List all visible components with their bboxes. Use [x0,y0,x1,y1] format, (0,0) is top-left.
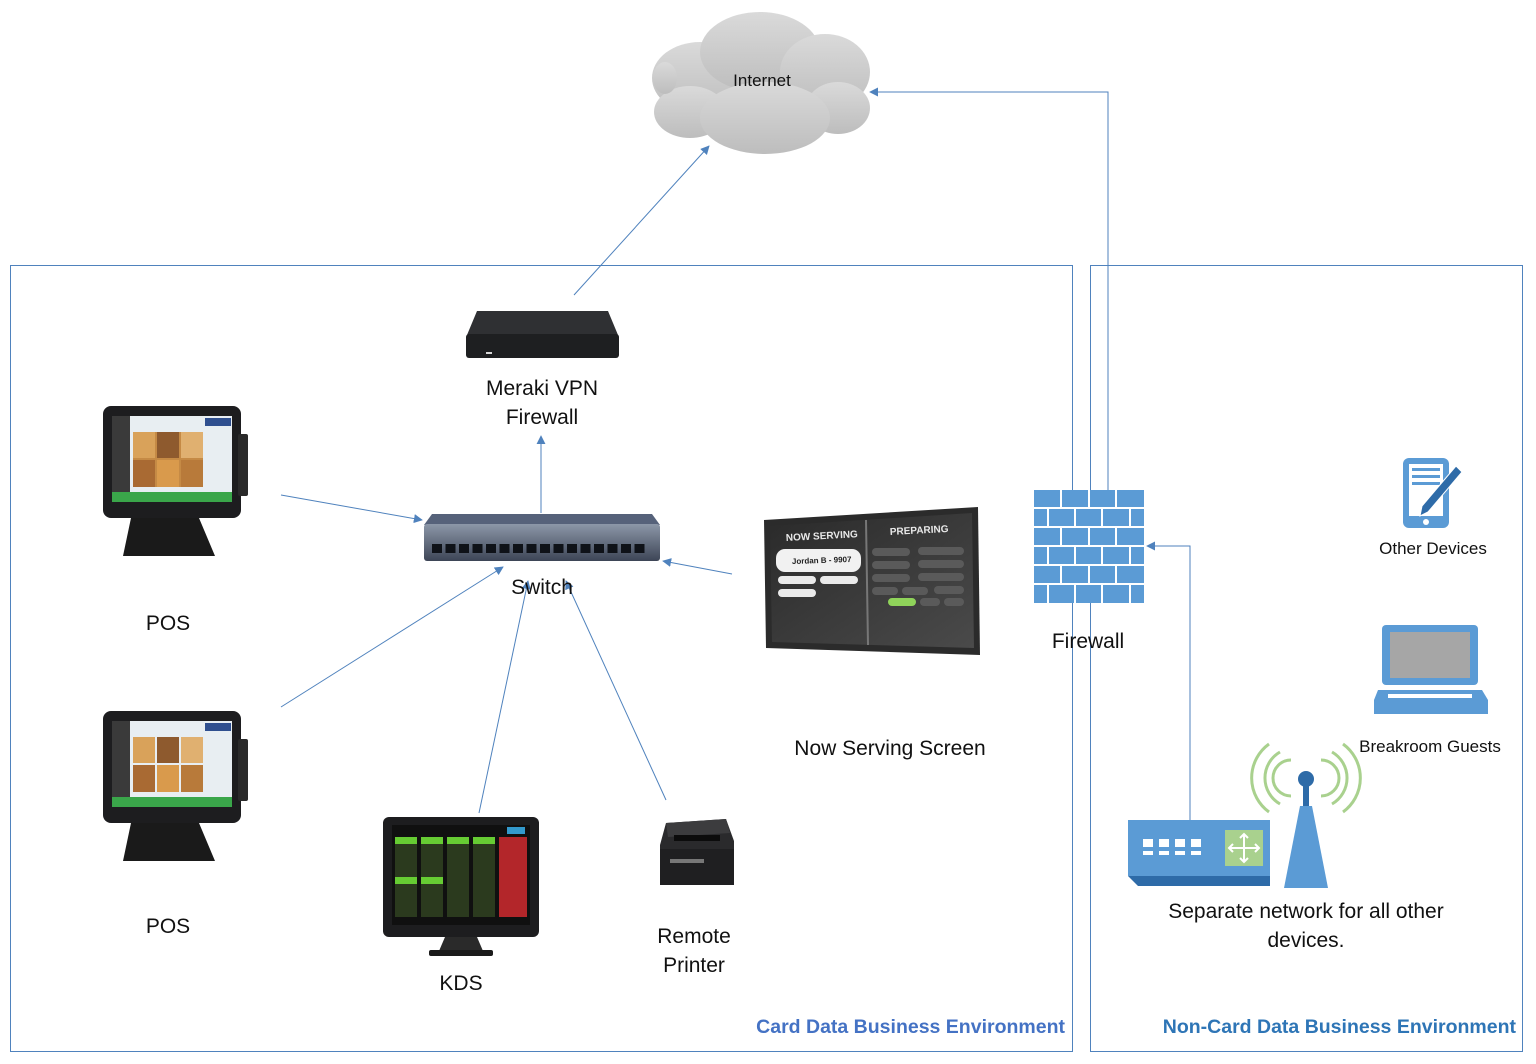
card-zone-title: Card Data Business Environment [756,1016,1065,1038]
firewall-label: Firewall [1051,630,1125,653]
noncard-zone-title: Non-Card Data Business Environment [1162,1016,1516,1038]
switch-port [486,544,496,553]
switch-port [634,544,645,553]
preparing-heading: PREPARING [890,524,949,538]
link-printer-switch [565,580,667,801]
now-serving-heading: NOW SERVING [786,529,859,544]
tablet-stylus-icon [1403,458,1463,528]
switch-port [513,544,523,553]
pos-terminal-icon [103,711,248,861]
card-data-zone [10,265,1073,1052]
switch-port [432,544,442,553]
meraki-label-line1: Meraki VPN [485,377,599,400]
switch-port [621,544,631,553]
now-serving-label: Now Serving Screen [794,737,986,760]
kitchen-display-icon [383,817,539,956]
network-switch-icon [424,514,660,561]
switch-label: Switch [511,576,573,599]
cloud-icon [652,12,870,154]
meraki-label-line2: Firewall [505,406,579,429]
vpn-appliance-icon [466,311,619,358]
receipt-printer-icon [660,819,734,885]
separate-network-label-line1: Separate network for all other [1168,900,1444,923]
link-nowserving-switch [662,558,733,575]
switch-port [567,544,577,553]
pos-terminal-icon [103,406,248,556]
printer-label-line2: Printer [663,954,725,977]
link-firewall-internet [869,87,1109,490]
pos2-label: POS [145,915,191,938]
switch-port [445,544,456,553]
switch-port [553,544,564,553]
link-router-firewall [1146,541,1191,820]
switch-port [607,544,618,553]
switch-port [594,544,604,553]
connectors [280,87,1191,820]
switch-port [526,544,537,553]
switch-port [459,544,469,553]
switch-port [580,544,591,553]
switch-port [540,544,550,553]
pos1-label: POS [145,612,191,635]
wireless-router-icon [1128,742,1362,888]
separate-network-label-line2: devices. [1267,929,1345,952]
noncard-data-zone [1090,265,1523,1052]
brick-firewall-icon [1034,490,1144,603]
internet-label: Internet [733,71,791,90]
now-serving-featured: Jordan B - 9907 [792,555,852,566]
switch-port [499,544,510,553]
link-kds-switch [478,580,531,814]
switch-port [472,544,483,553]
laptop-icon [1374,625,1488,714]
link-pos2-switch [280,566,504,708]
link-meraki-internet [573,145,710,296]
other-devices-label: Other Devices [1379,539,1487,558]
order-status-display-icon: NOW SERVING PREPARING Jordan B - 9907 [764,507,980,655]
link-pos1-switch [280,494,423,524]
kds-label: KDS [439,972,483,995]
breakroom-guests-label: Breakroom Guests [1359,737,1501,756]
printer-label-line1: Remote [657,925,731,948]
